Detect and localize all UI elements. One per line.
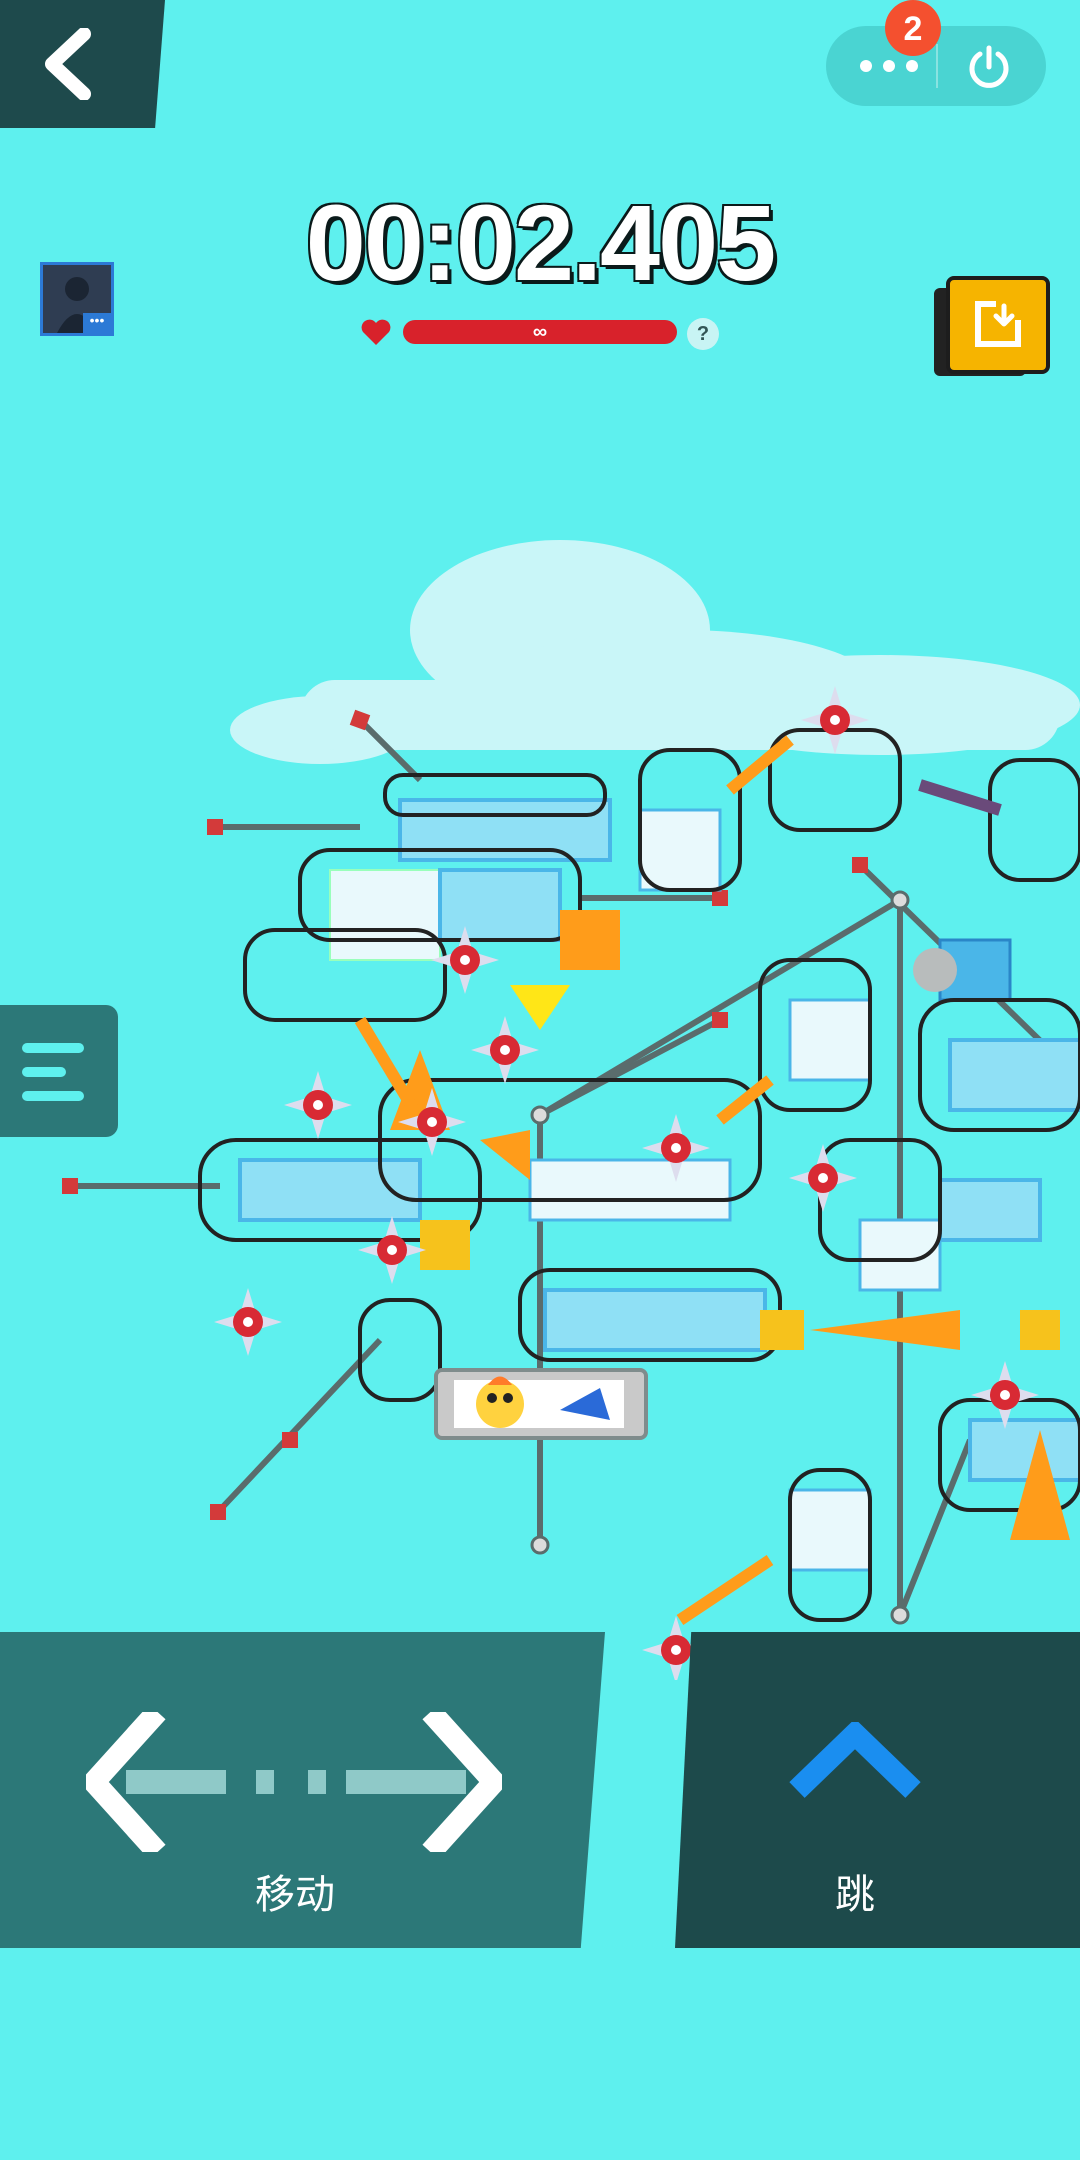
jump-label: 跳	[835, 1873, 875, 1917]
thorn-bushes	[198, 728, 1080, 1622]
gray-disc	[913, 948, 957, 992]
game-scene	[62, 540, 1080, 1680]
capsule-divider	[936, 44, 938, 88]
exit-level-button[interactable]	[946, 276, 1050, 374]
menu-line	[22, 1043, 84, 1053]
heart-icon	[361, 319, 391, 345]
power-icon[interactable]	[964, 42, 1014, 92]
rope-joints	[530, 890, 910, 1625]
help-button[interactable]: ?	[687, 318, 719, 350]
notification-badge: 2	[885, 0, 941, 56]
race-timer: 00:02.405	[305, 182, 776, 303]
health-bar: ∞	[403, 320, 677, 344]
more-dots-icon[interactable]	[854, 48, 924, 84]
move-label: 移动	[255, 1873, 335, 1917]
left-right-arrows-icon	[86, 1712, 502, 1852]
exit-door-icon	[975, 300, 1022, 347]
rope-anchors	[62, 709, 868, 1520]
menu-line	[22, 1067, 66, 1077]
cloud	[230, 540, 1080, 764]
player-character	[434, 1368, 648, 1440]
back-button[interactable]	[0, 0, 165, 128]
purple-bar	[918, 779, 1002, 816]
spike-mines	[214, 686, 1039, 1680]
flames	[354, 735, 1070, 1625]
menu-line	[22, 1091, 84, 1101]
chevron-left-icon	[45, 28, 91, 100]
move-control[interactable]	[0, 1632, 605, 1948]
avatar-more-icon: •••	[83, 313, 111, 333]
spawn-marker	[510, 985, 570, 1030]
chevron-up-icon	[789, 1722, 921, 1798]
player-avatar[interactable]: •••	[40, 262, 114, 336]
menu-tab[interactable]	[0, 1005, 118, 1137]
ice-blocks	[238, 798, 1080, 1572]
jump-control[interactable]	[675, 1632, 1080, 1948]
